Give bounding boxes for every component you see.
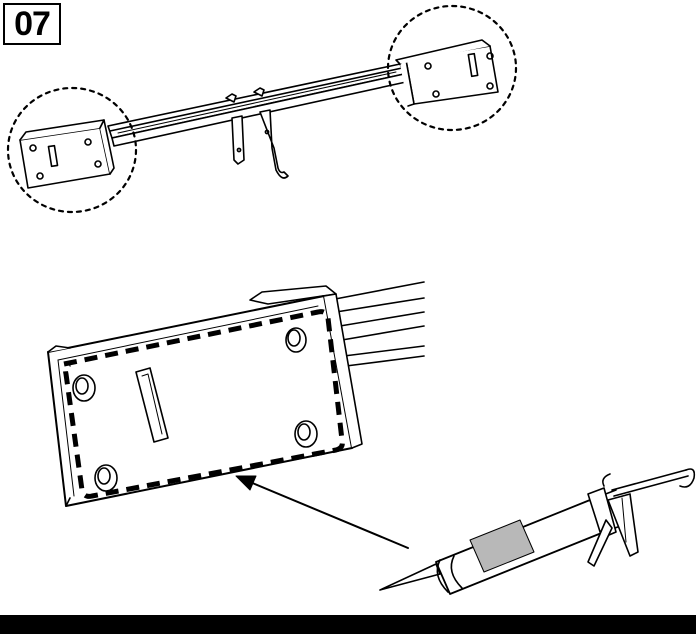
caulking-gun-icon [379, 468, 696, 595]
pointer-arrow-icon [235, 475, 409, 549]
callout-circle-left [6, 86, 138, 214]
bracket-detail-icon [47, 285, 363, 507]
curtain-rail-icon [107, 63, 407, 147]
right-bracket-icon [395, 39, 499, 107]
step-number-box: 07 [3, 3, 61, 45]
step-number: 07 [14, 5, 51, 43]
adhesive-outline-dashed [63, 309, 345, 499]
hanger-hooks-icon [225, 87, 289, 179]
footer-bar [0, 615, 696, 634]
left-bracket-icon [19, 119, 115, 189]
callout-circle-right [386, 4, 518, 132]
rail-section-icon [329, 281, 425, 367]
